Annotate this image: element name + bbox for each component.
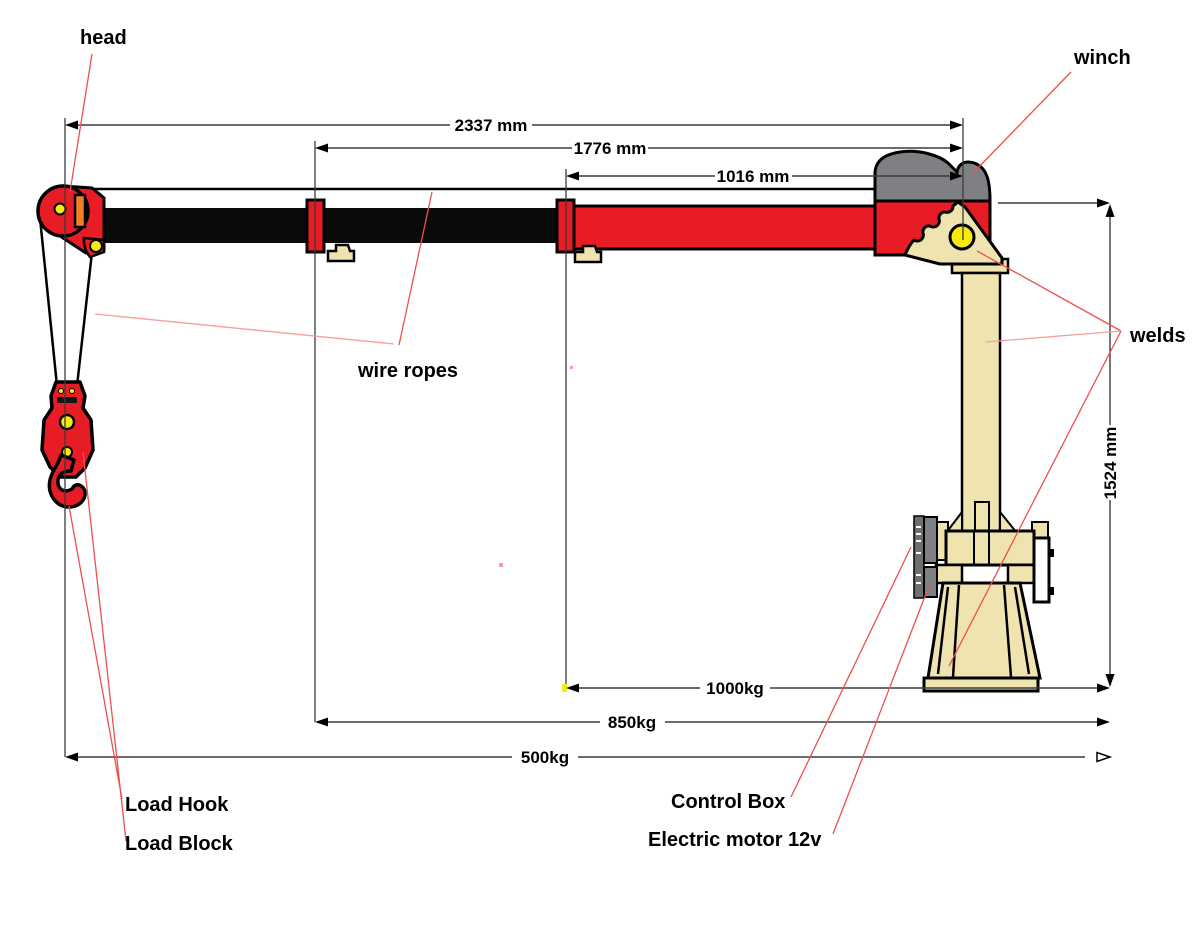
gusset-assembly (903, 200, 1004, 266)
dimension-annotations (64, 118, 1115, 763)
head-label: head (80, 27, 127, 49)
pedestal-inner-lines (936, 584, 1031, 678)
control-box-plate-top (923, 516, 938, 564)
wire-ropes-label: wire ropes (357, 360, 458, 382)
leader-lines (68, 53, 1122, 842)
dim-1776: 1776 mm (574, 139, 647, 158)
winch-label: winch (1073, 47, 1131, 69)
dimension-lines (78, 124, 1111, 758)
dim-500kg: 500kg (521, 748, 569, 767)
motor-ticks (1049, 549, 1054, 595)
control-box-back (913, 515, 925, 599)
welds-label: welds (1129, 325, 1186, 347)
control-box-label: Control Box (671, 791, 785, 813)
pedestal (926, 581, 1042, 680)
extension-lines (64, 118, 964, 757)
dim-1000kg: 1000kg (706, 679, 764, 698)
motor-box (1032, 536, 1051, 604)
yellow-tick (562, 684, 567, 692)
leaders-light (94, 313, 1122, 345)
block-slot (57, 397, 77, 403)
lower-wing-left (934, 563, 964, 585)
mount-bracket-dividers (973, 531, 990, 565)
wire-rope-lines (38, 187, 876, 387)
dim-2337: 2337 mm (455, 116, 528, 135)
block-dot-left (58, 388, 64, 394)
block-pin-large (58, 413, 76, 431)
mast-tab (974, 501, 990, 534)
head-slot (73, 193, 87, 229)
lower-wing-right (1006, 563, 1036, 585)
control-box-assembly (913, 515, 938, 599)
leaders-red (68, 53, 1122, 842)
pivot-pin (948, 223, 976, 251)
dimension-arrow-hollow (1096, 751, 1113, 763)
dim-1524: 1524 mm (1101, 427, 1120, 500)
head-tab-pin (89, 239, 103, 253)
mast-assembly (922, 257, 1049, 693)
boom-bracket-feet (326, 243, 603, 264)
control-box-ticks (916, 526, 921, 584)
mast-column (960, 271, 1002, 537)
labels: head winch wire ropes welds Load Hook Lo… (80, 27, 1186, 855)
head-assembly (36, 184, 106, 259)
load-hook (47, 453, 87, 509)
base-plate (922, 676, 1040, 693)
crane-drawing (36, 149, 1054, 693)
block-dot-right (69, 388, 75, 394)
load-block-label: Load Block (125, 833, 234, 855)
head-pin (53, 202, 67, 216)
dim-850kg: 850kg (608, 713, 656, 732)
boom-red-section (564, 204, 880, 251)
dim-1016: 1016 mm (717, 167, 790, 186)
boom-black-section (104, 208, 566, 243)
load-hook-label: Load Hook (125, 794, 229, 816)
motor-assembly (1032, 536, 1054, 604)
load-block-assembly (40, 380, 95, 509)
stray-specks (499, 366, 573, 567)
electric-motor-label: Electric motor 12v (648, 829, 822, 851)
